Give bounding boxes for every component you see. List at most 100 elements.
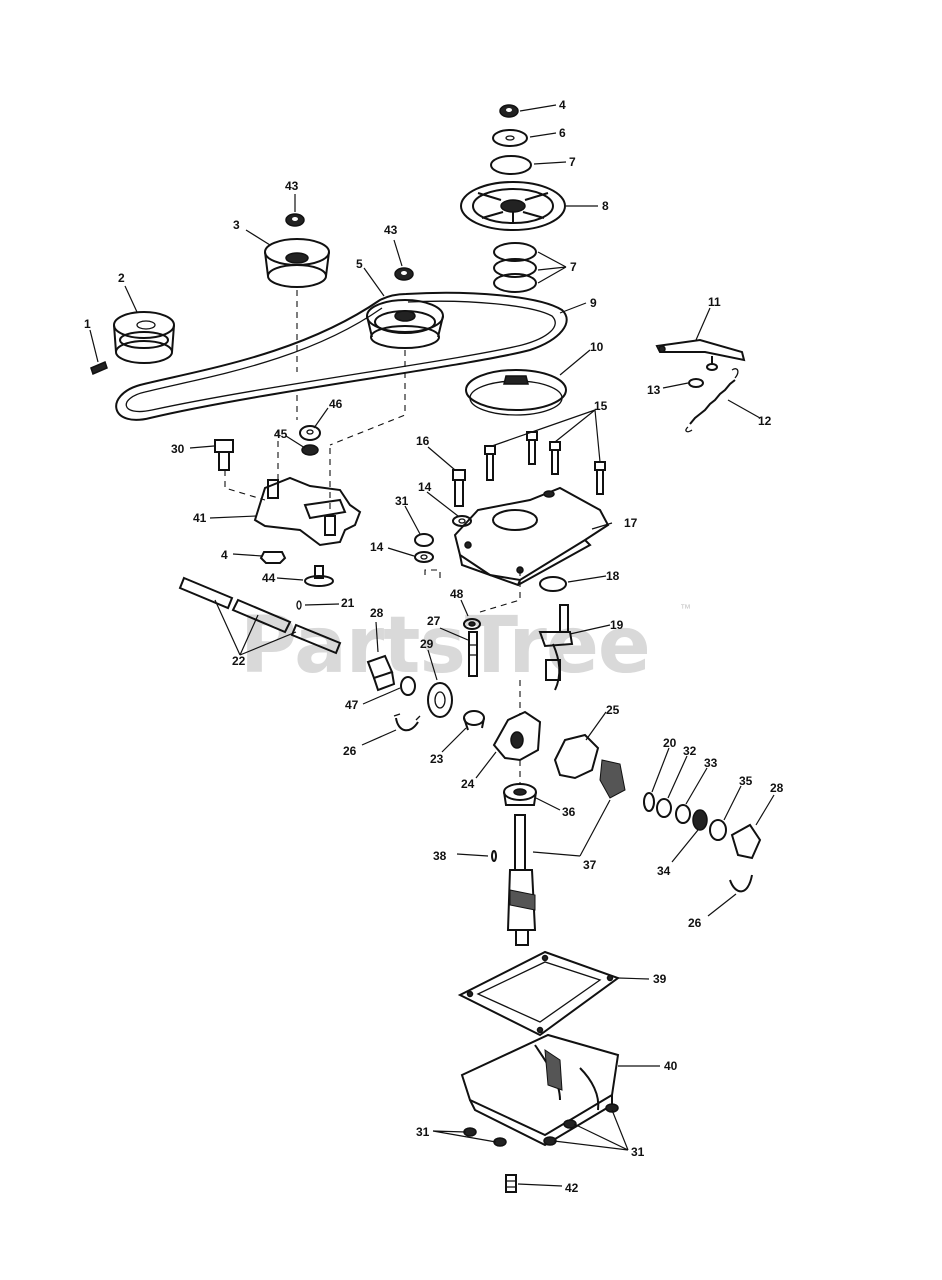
callout-7-top: 7 [569,155,576,169]
part-19-shift-fork[interactable] [538,604,574,691]
callout-48: 48 [450,587,464,601]
part-8-driven-pulley[interactable] [460,181,566,231]
part-4-top-nut[interactable] [499,104,519,118]
part-31-nut-a[interactable] [414,533,434,547]
part-28-block-right[interactable] [730,823,762,860]
callout-6: 6 [559,126,566,140]
part-28-block-left[interactable] [366,654,396,692]
part-14-washer-a[interactable] [452,515,472,527]
part-23-collar[interactable] [463,710,485,731]
part-32-ring[interactable] [656,798,672,818]
part-12-spring[interactable] [685,368,739,433]
part-48-washer[interactable] [463,618,481,630]
part-22-shaft[interactable] [178,576,342,655]
watermark-text: PartsTree [240,601,650,691]
part-6-washer[interactable] [492,129,528,147]
part-46-nut[interactable] [299,425,321,441]
watermark-trademark: ™ [680,603,691,615]
callout-23: 23 [430,752,444,766]
part-35-washer[interactable] [709,819,727,841]
callout-38: 38 [433,849,447,863]
callout-16: 16 [416,434,430,448]
callout-47: 47 [345,698,359,712]
callout-25: 25 [606,703,620,717]
callout-7-rings: 7 [570,260,577,274]
callout-39: 39 [653,972,667,986]
callout-15: 15 [594,399,608,413]
part-38-pin[interactable] [491,850,497,862]
part-30-shoulder-bolt[interactable] [214,439,234,471]
callout-31-right: 31 [631,1145,645,1159]
part-10-clutch-disc[interactable] [465,369,567,416]
callout-26-right: 26 [688,916,702,930]
part-11-bracket[interactable] [655,338,746,371]
part-34-bearing[interactable] [692,809,708,831]
callout-28-right: 28 [770,781,784,795]
part-2-engine-pulley[interactable] [113,311,175,364]
callout-19: 19 [610,618,624,632]
part-43-nut-center[interactable] [394,267,414,281]
callout-8: 8 [602,199,609,213]
callout-36: 36 [562,805,576,819]
part-7-ring[interactable] [490,155,532,175]
part-36-bushing[interactable] [503,783,537,806]
part-24-gear-assembly[interactable] [492,710,542,762]
callout-42: 42 [565,1181,579,1195]
part-9-v-belt[interactable] [115,291,568,421]
assembly-center-lines [224,290,521,785]
callout-10: 10 [590,340,604,354]
part-39-gasket[interactable] [457,950,621,1037]
callout-17: 17 [624,516,638,530]
part-1-key[interactable] [90,360,108,376]
part-14-washer-b[interactable] [414,551,434,563]
callout-24: 24 [461,777,475,791]
callout-4-lower: 4 [221,548,228,562]
part-18-seal[interactable] [539,576,567,592]
callout-28-left: 28 [370,606,384,620]
part-43-nut-left[interactable] [285,213,305,227]
part-27-bolt[interactable] [468,631,478,677]
callout-29: 29 [420,637,434,651]
callout-34: 34 [657,864,671,878]
part-15-bolts[interactable] [484,431,606,495]
part-4-nut-lower[interactable] [259,551,287,564]
part-3-idler-pulley[interactable] [264,238,330,288]
part-40-gear-case[interactable] [460,1033,620,1147]
callout-45: 45 [274,427,288,441]
part-26-clip-right[interactable] [729,874,753,893]
part-42-drain-plug[interactable] [505,1174,517,1193]
callout-27: 27 [427,614,441,628]
part-31-nuts-lower[interactable] [463,1103,619,1147]
part-37-worm-shaft[interactable] [506,814,537,946]
part-25-gear[interactable] [553,733,626,799]
part-44-bolt[interactable] [304,565,334,587]
part-5-idler-pulley[interactable] [366,299,444,349]
callout-32: 32 [683,744,697,758]
callout-20: 20 [663,736,677,750]
callout-33: 33 [704,756,718,770]
callout-31-left: 31 [416,1125,430,1139]
part-47-washer[interactable] [400,676,416,696]
callout-26-left: 26 [343,744,357,758]
part-29-gear[interactable] [427,682,453,718]
callout-40: 40 [664,1059,678,1073]
callout-3: 3 [233,218,240,232]
part-45-washer[interactable] [301,444,319,456]
part-16-bolt[interactable] [452,469,466,507]
callout-30: 30 [171,442,185,456]
callout-41: 41 [193,511,207,525]
part-7-ring-set[interactable] [493,242,537,293]
part-21-pin[interactable] [296,600,302,610]
callout-4-top: 4 [559,98,566,112]
part-41-idler-plate[interactable] [253,476,362,547]
part-26-clip-left[interactable] [393,713,421,732]
part-33-washer[interactable] [675,804,691,824]
callout-leaders [89,104,775,1187]
callout-18: 18 [606,569,620,583]
part-20-ring[interactable] [643,792,655,812]
callout-5: 5 [356,257,363,271]
part-13-washer[interactable] [688,378,704,388]
part-17-gear-housing[interactable] [453,486,610,587]
callout-14-top: 14 [418,480,432,494]
